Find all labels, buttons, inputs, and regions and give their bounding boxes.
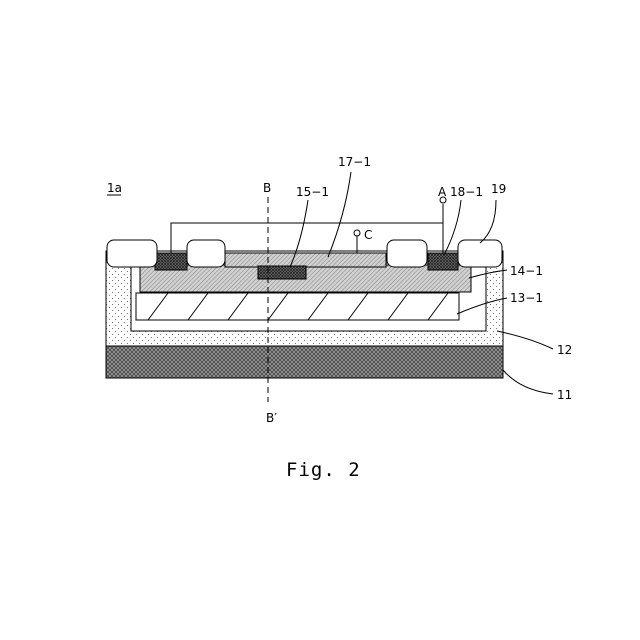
layer-13-1 [136, 293, 459, 320]
terminal-c-label: C [364, 228, 372, 242]
terminal-c-node [354, 230, 360, 236]
isolation-block-right-inner [387, 240, 427, 267]
region-15-1 [258, 266, 306, 279]
contact-left-18-1 [155, 253, 187, 270]
device-label: 1a [107, 181, 122, 195]
section-label-bottom: B′ [266, 411, 277, 425]
label-15-1: 15−1 [296, 185, 329, 199]
label-14-1: 14−1 [510, 264, 543, 278]
section-label-top: B [263, 181, 271, 195]
terminal-a-label: A [438, 185, 447, 199]
contact-right-18-1 [428, 253, 458, 270]
label-19: 19 [491, 182, 506, 196]
substrate-layer-11 [106, 346, 503, 378]
isolation-block-left-inner [187, 240, 225, 267]
label-13-1: 13−1 [510, 291, 543, 305]
label-18-1: 18−1 [450, 185, 483, 199]
isolation-block-right-outer [458, 240, 502, 267]
layer-17-1 [225, 253, 386, 267]
figure-caption: Fig. 2 [286, 459, 361, 481]
label-17-1: 17−1 [338, 155, 371, 169]
label-12: 12 [557, 343, 572, 357]
label-11: 11 [557, 388, 572, 402]
isolation-block-left-outer [107, 240, 157, 267]
